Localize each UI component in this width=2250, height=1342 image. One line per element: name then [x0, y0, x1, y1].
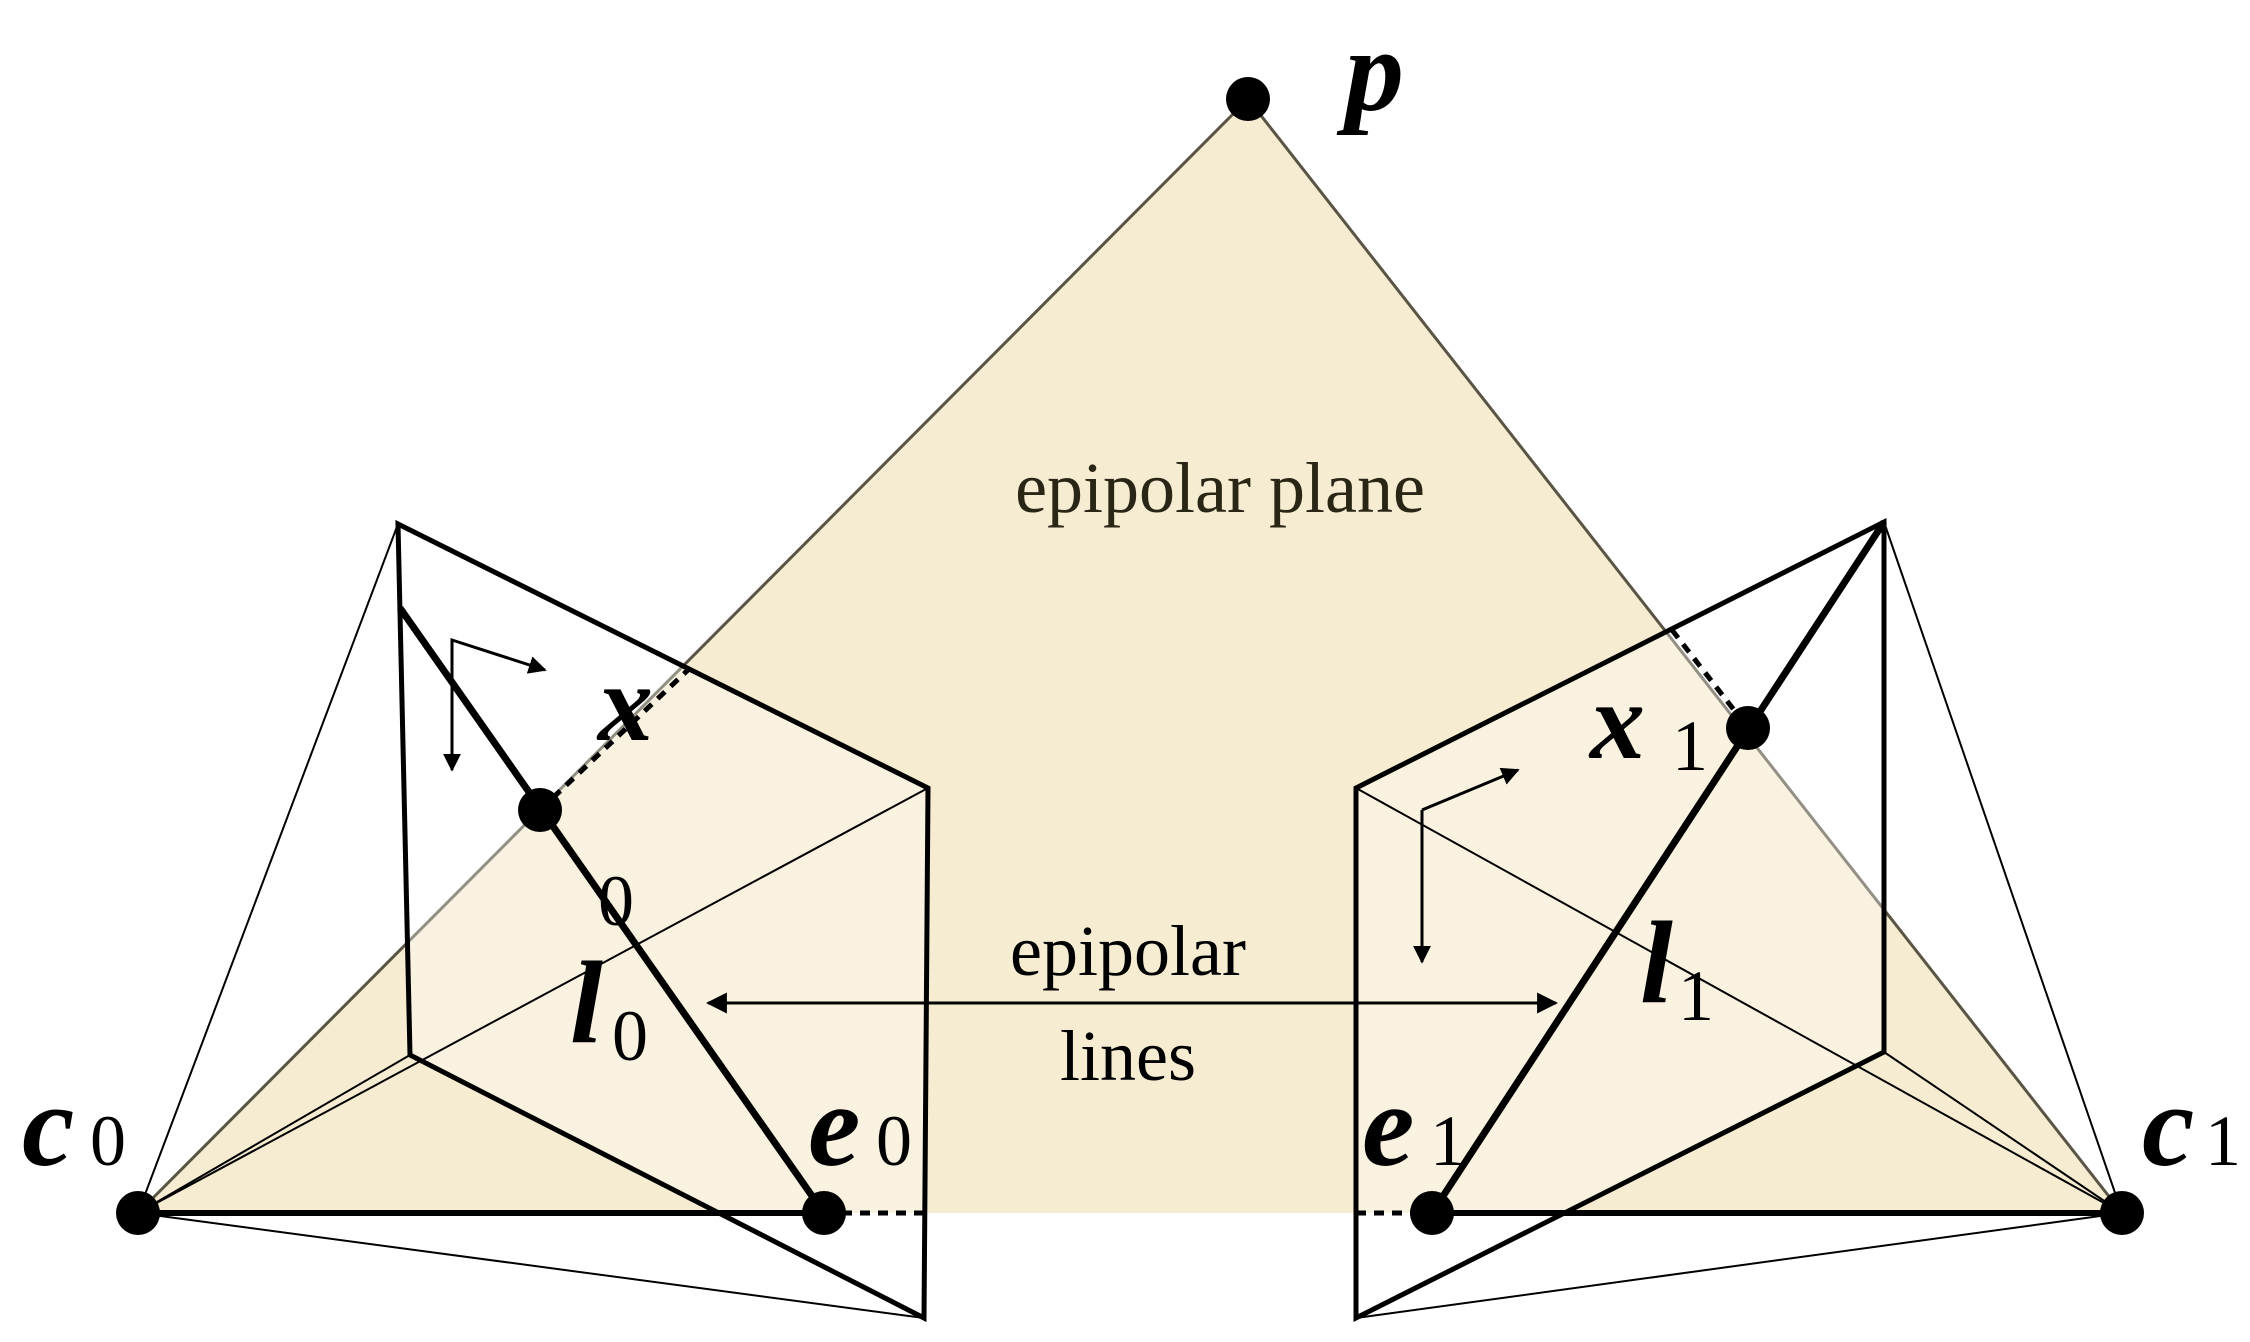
label-epipolar-lines-top: epipolar	[1010, 911, 1246, 991]
label-l0-sub: 0	[612, 996, 648, 1076]
left-camera	[137, 519, 931, 1323]
label-e0: e	[808, 1060, 860, 1191]
label-c1: c	[2142, 1060, 2194, 1191]
plane-edge-p-c0	[136, 97, 1250, 1215]
label-e1-sub: 1	[1430, 1101, 1466, 1181]
label-p: p	[1336, 5, 1404, 136]
label-e1: e	[1362, 1060, 1414, 1191]
label-x1-sub: 1	[1672, 706, 1708, 786]
point-c0	[116, 1191, 160, 1235]
point-e1	[1410, 1191, 1454, 1235]
point-x1	[1726, 706, 1770, 750]
plane-edge-p-c1	[1246, 98, 2124, 1214]
label-x0-sub: 0	[598, 861, 634, 941]
point-x0	[518, 788, 562, 832]
epipolar-line-l0	[397, 605, 827, 1216]
label-l1-sub: 1	[1678, 956, 1714, 1036]
label-e0-sub: 0	[876, 1101, 912, 1181]
epipolar-line-l1	[1429, 520, 1887, 1215]
point-c1	[2100, 1191, 2144, 1235]
epipolar-plane	[138, 99, 2122, 1213]
label-x0: x	[596, 642, 653, 764]
label-epipolar-plane: epipolar plane	[1015, 448, 1425, 528]
point-e0	[802, 1191, 846, 1235]
point-p	[1226, 77, 1270, 121]
label-epipolar-lines-bottom: lines	[1060, 1016, 1196, 1096]
label-l1: l	[1640, 897, 1673, 1028]
label-c1-sub: 1	[2205, 1101, 2241, 1181]
label-x1: x	[1588, 660, 1645, 782]
label-c0-sub: 0	[90, 1101, 126, 1181]
label-c0: c	[22, 1060, 74, 1191]
label-l0: l	[570, 937, 603, 1068]
